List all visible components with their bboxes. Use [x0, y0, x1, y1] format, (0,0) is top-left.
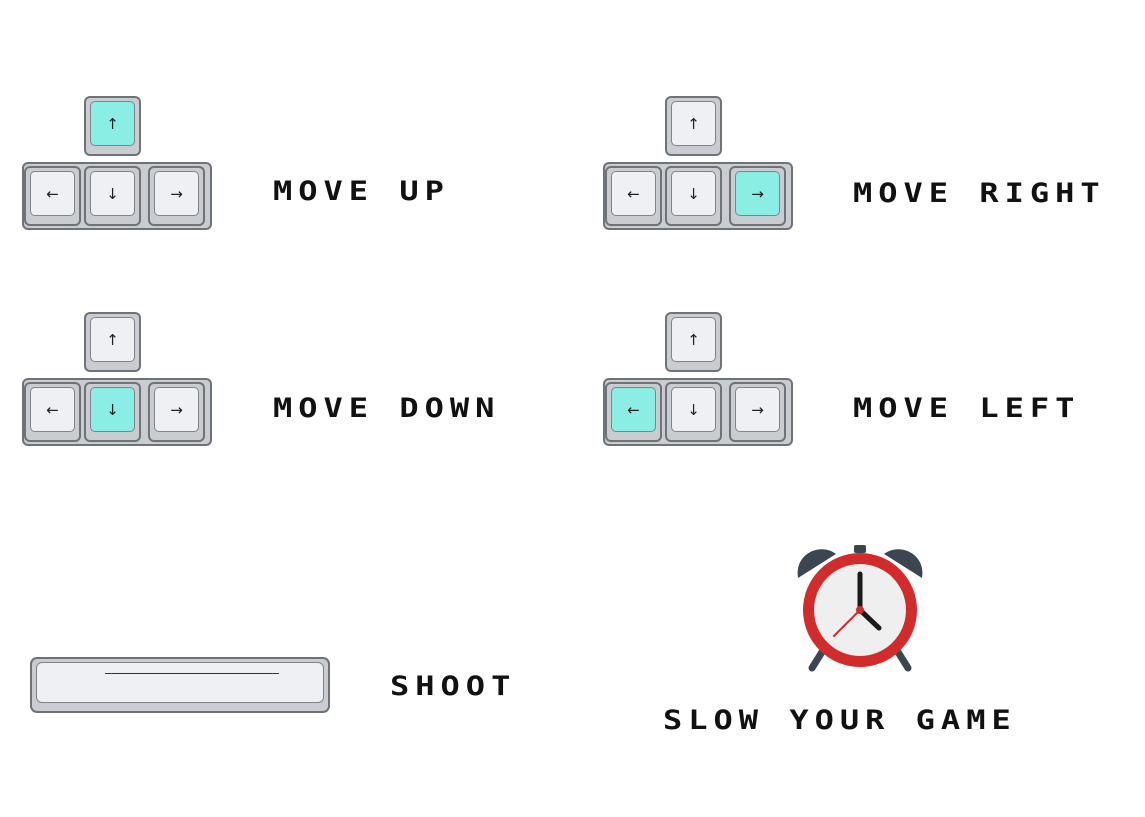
move-down-label: MOVE DOWN — [273, 392, 501, 424]
arrow-right-icon: → — [735, 171, 780, 216]
arrow-down-key: ↓ — [84, 382, 141, 442]
clock-center-pin — [856, 606, 864, 614]
arrow-up-key: ↑ — [84, 312, 141, 372]
arrow-right-icon: → — [735, 387, 780, 432]
spacebar-key-icon — [30, 657, 330, 713]
slow-your-game-label: SLOW YOUR GAME — [663, 704, 1017, 736]
arrow-right-key: → — [729, 382, 786, 442]
arrow-up-icon: ↑ — [90, 317, 135, 362]
arrow-up-key: ↑ — [665, 96, 722, 156]
arrow-left-icon: ← — [30, 171, 75, 216]
arrow-down-key: ↓ — [665, 382, 722, 442]
arrow-up-key: ↑ — [665, 312, 722, 372]
clock-second-hand — [833, 609, 861, 637]
arrow-right-key: → — [729, 166, 786, 226]
move-up-label: MOVE UP — [273, 175, 450, 207]
spacebar-cap — [36, 662, 324, 703]
arrow-left-icon: ← — [30, 387, 75, 432]
alarm-clock-icon — [797, 545, 923, 672]
arrow-up-icon: ↑ — [671, 101, 716, 146]
arrow-right-icon: → — [154, 171, 199, 216]
arrow-up-key: ↑ — [84, 96, 141, 156]
arrow-down-icon: ↓ — [90, 171, 135, 216]
arrow-down-key: ↓ — [84, 166, 141, 226]
arrow-keys-move-left: ↑ ← ↓ → — [603, 312, 793, 446]
alarm-bell-left — [797, 549, 836, 578]
alarm-bell-right — [884, 549, 923, 578]
arrow-left-icon: ← — [611, 387, 656, 432]
alarm-leg-right — [894, 648, 912, 672]
arrow-right-key: → — [148, 166, 205, 226]
alarm-top-knob — [854, 545, 866, 553]
arrow-keys-move-up: ↑ ← ↓ → — [22, 96, 212, 230]
arrow-left-key: ← — [24, 166, 81, 226]
arrow-down-icon: ↓ — [671, 171, 716, 216]
arrow-right-icon: → — [154, 387, 199, 432]
arrow-left-key: ← — [605, 166, 662, 226]
arrow-left-key: ← — [24, 382, 81, 442]
arrow-keys-move-down: ↑ ← ↓ → — [22, 312, 212, 446]
clock-minute-hand — [857, 607, 882, 631]
arrow-down-key: ↓ — [665, 166, 722, 226]
alarm-leg-left — [808, 648, 826, 672]
arrow-right-key: → — [148, 382, 205, 442]
arrow-up-icon: ↑ — [90, 101, 135, 146]
arrow-left-icon: ← — [611, 171, 656, 216]
arrow-down-icon: ↓ — [90, 387, 135, 432]
shoot-label: SHOOT — [390, 670, 517, 702]
arrow-keys-move-right: ↑ ← ↓ → — [603, 96, 793, 230]
arrow-up-icon: ↑ — [671, 317, 716, 362]
arrow-down-icon: ↓ — [671, 387, 716, 432]
move-right-label: MOVE RIGHT — [853, 177, 1106, 209]
arrow-left-key: ← — [605, 382, 662, 442]
spacebar-line — [105, 673, 279, 674]
move-left-label: MOVE LEFT — [853, 392, 1081, 424]
